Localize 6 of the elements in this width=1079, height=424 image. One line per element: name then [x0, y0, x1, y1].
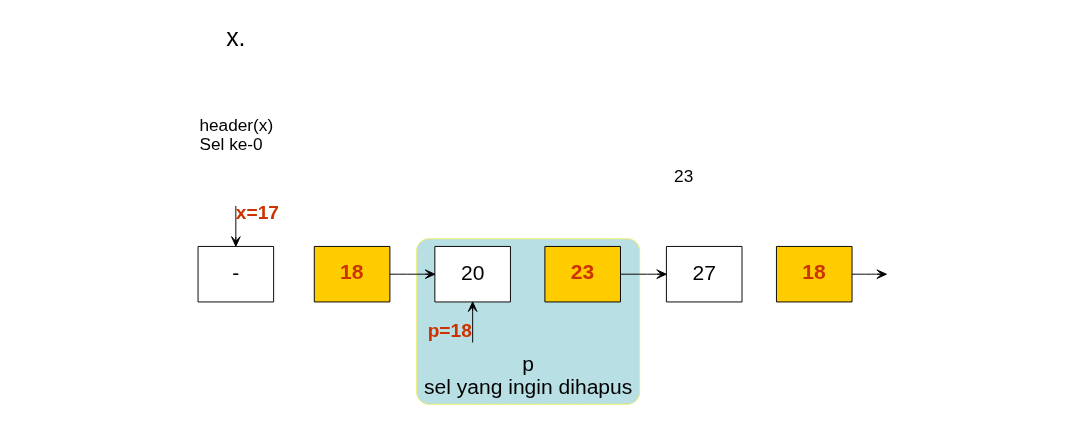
- edge-label: p=18: [427, 319, 472, 341]
- node-label: 23: [674, 165, 694, 186]
- node-label: Sel ke-0: [199, 134, 263, 155]
- edge-label: x=17: [235, 202, 279, 224]
- label: x.: [226, 22, 246, 51]
- node-label: header(x): [199, 115, 274, 136]
